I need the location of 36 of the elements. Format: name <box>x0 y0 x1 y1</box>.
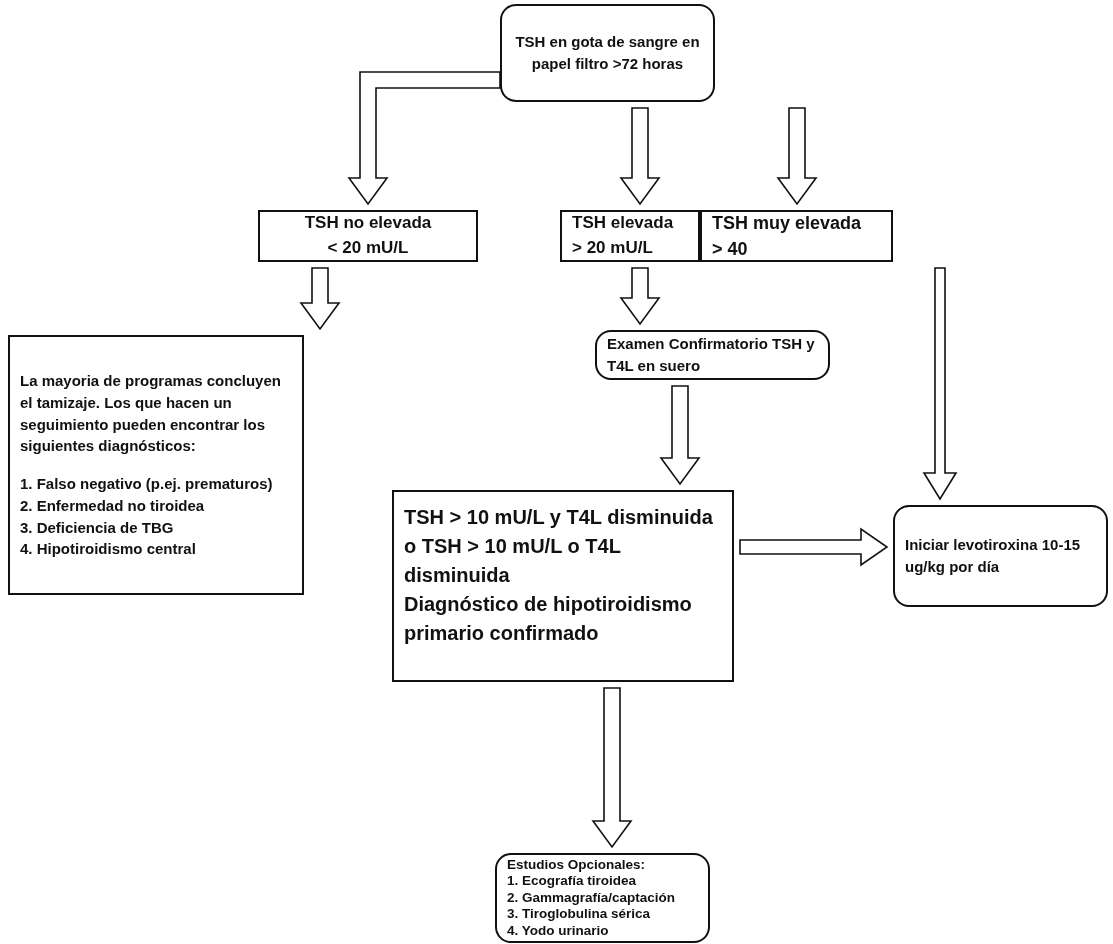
process-box <box>258 210 478 262</box>
hollow-arrow <box>591 687 633 849</box>
hollow-arrow <box>739 527 889 567</box>
node-text: La mayoria de programas concluyen el tamizaje. Los que hacen un seguimiento pueden encontrar los siguientes diagnósticos: <box>20 371 282 457</box>
rounded-box <box>893 505 1108 607</box>
rounded-box <box>495 853 710 943</box>
node-text: Iniciar levotiroxina 10-15 ug/kg por día <box>905 535 1082 577</box>
node-text: Examen Confirmatorio TSH y T4L en suero <box>607 334 816 376</box>
node-text: 4. Yodo urinario <box>507 922 610 940</box>
node-text: TSH elevada > 20 mU/L <box>572 212 675 259</box>
node-text: TSH muy elevada > 40 <box>712 211 863 261</box>
process-box <box>560 210 700 262</box>
hollow-arrow <box>619 267 661 326</box>
node-text: 2. Enfermedad no tiroidea <box>20 495 206 516</box>
hollow-arrow <box>299 267 341 331</box>
hollow-arrow <box>659 385 701 486</box>
node-text: 1. Falso negativo (p.ej. prematuros) <box>20 474 274 494</box>
process-box <box>392 490 734 682</box>
node-text: 3. Deficiencia de TBG <box>20 517 175 538</box>
node-text: 2. Gammagrafía/captación <box>507 889 677 907</box>
node-text: TSH en gota de sangre en papel filtro >72 horas <box>514 32 701 74</box>
node-text: TSH no elevada < 20 mU/L <box>303 212 433 259</box>
hollow-arrow <box>347 71 501 206</box>
hollow-arrow <box>619 107 661 206</box>
rounded-box <box>500 4 715 102</box>
hollow-arrow <box>922 267 958 501</box>
node-text: 4. Hipotiroidismo central <box>20 539 197 560</box>
rounded-box <box>595 330 830 380</box>
hollow-arrow <box>776 107 818 206</box>
node-text: Diagnóstico de hipotiroidismo primario confirmado <box>404 591 693 646</box>
node-text: 1. Ecografía tiroidea <box>507 873 638 890</box>
node-text: Estudios Opcionales: <box>507 856 647 874</box>
process-box <box>8 335 304 595</box>
node-text: 3. Tiroglobulina sérica <box>507 906 652 923</box>
node-text: TSH > 10 mU/L y T4L disminuida o TSH > 10 mU/L o T4L disminuida <box>404 504 714 588</box>
process-box <box>700 210 893 262</box>
